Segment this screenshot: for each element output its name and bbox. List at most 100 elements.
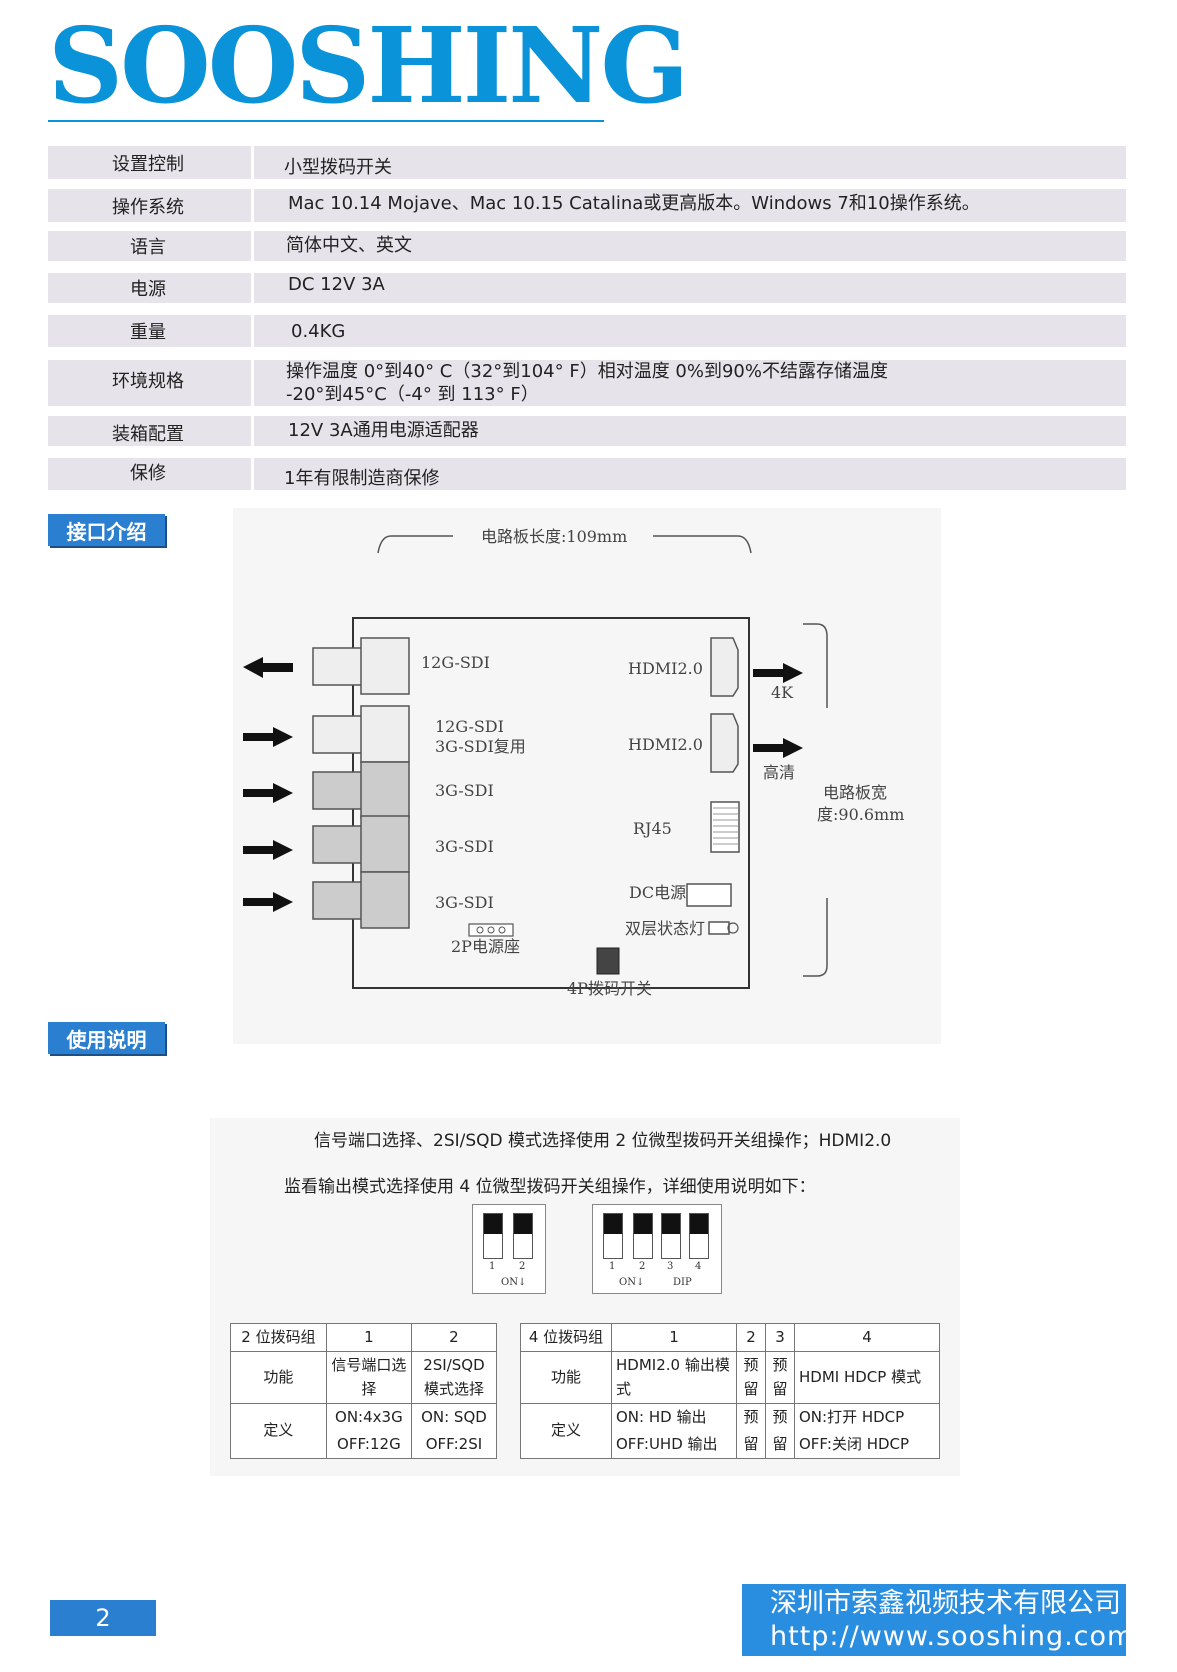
table-cell: HDMI2.0 输出模式 bbox=[611, 1351, 737, 1404]
dip-number: 2 bbox=[639, 1261, 646, 1272]
socket-pin bbox=[498, 926, 506, 934]
spec-row-power: 电源 DC 12V 3A bbox=[48, 273, 1126, 303]
spec-row-packing: 装箱配置 12V 3A通用电源适配器 bbox=[48, 416, 1126, 446]
section-heading-interface: 接口介绍 bbox=[48, 514, 165, 546]
dip-on-label: ON↓ bbox=[619, 1277, 645, 1288]
company-name: 深圳市索鑫视频技术有限公司 bbox=[770, 1588, 1121, 1619]
port-label-hdmi-hd: HDMI2.0 bbox=[628, 735, 703, 754]
spec-label: 电源 bbox=[130, 279, 166, 300]
output-arrow-icon bbox=[753, 663, 803, 683]
spec-value-line: 操作温度 0°到40° C（32°到104° F）相对温度 0%到90%不结露存… bbox=[286, 361, 888, 382]
table-cell: ON: SQD bbox=[410, 1402, 498, 1431]
length-brace-right bbox=[653, 535, 752, 554]
dip-toggle bbox=[633, 1213, 653, 1259]
table-cell: 预 bbox=[736, 1402, 766, 1431]
spec-row-warranty: 保修 1年有限制造商保修 bbox=[48, 458, 1126, 490]
dip-number: 2 bbox=[519, 1261, 526, 1272]
table-row: OFF:12G OFF:2SI bbox=[231, 1431, 498, 1460]
right-connectors bbox=[686, 637, 740, 935]
arrow-icons bbox=[243, 657, 803, 912]
table-cell: 留 bbox=[765, 1431, 795, 1460]
divider bbox=[251, 458, 254, 490]
port-label-3g-sdi: 3G-SDI bbox=[435, 781, 494, 800]
section-heading-usage: 使用说明 bbox=[48, 1022, 165, 1054]
table-cell: HDMI HDCP 模式 bbox=[794, 1351, 940, 1404]
length-label: 电路板长度:109mm bbox=[481, 527, 627, 546]
divider bbox=[251, 315, 254, 347]
usage-line-2: 监看输出模式选择使用 4 位微型拨码开关组操作，详细使用说明如下： bbox=[284, 1177, 816, 1197]
table-header: 2 bbox=[410, 1322, 498, 1353]
company-url[interactable]: http://www.sooshing.com bbox=[770, 1621, 1135, 1652]
port-label-hdmi-4k: HDMI2.0 bbox=[628, 659, 703, 678]
port-label-status-led: 双层状态灯 bbox=[625, 919, 705, 938]
table-row: 功能 信号端口选择 2SI/SQD模式选择 bbox=[230, 1351, 498, 1404]
table-cell: OFF:关闭 HDCP bbox=[794, 1431, 940, 1460]
table-header: 3 bbox=[765, 1322, 795, 1353]
table-header: 2 位拨码组 bbox=[230, 1322, 327, 1353]
dip-number: 1 bbox=[489, 1261, 496, 1272]
board-diagram: 电路板长度:109mm 12G-SDI 12G- bbox=[233, 508, 941, 1044]
port-label-12g-in: 12G-SDI bbox=[435, 717, 504, 736]
board-diagram-svg: 电路板长度:109mm 12G-SDI 12G- bbox=[243, 527, 904, 998]
power-socket-label: 2P电源座 bbox=[451, 937, 520, 956]
output-label-hd: 高清 bbox=[763, 763, 795, 782]
table-cell: 预留 bbox=[765, 1351, 795, 1404]
input-arrow-icon bbox=[243, 783, 293, 803]
usage-panel: 信号端口选择、2SI/SQD 模式选择使用 2 位微型拨码开关组操作；HDMI2… bbox=[210, 1118, 960, 1476]
table-row: 定义 ON:4x3G ON: SQD bbox=[230, 1402, 498, 1460]
usage-line-1: 信号端口选择、2SI/SQD 模式选择使用 2 位微型拨码开关组操作；HDMI2… bbox=[314, 1131, 892, 1151]
dip-number: 1 bbox=[609, 1261, 616, 1272]
table-cell: 2SI/SQD模式选择 bbox=[410, 1351, 498, 1404]
table-cell: 定义 bbox=[520, 1402, 612, 1460]
width-label: 度:90.6mm bbox=[817, 805, 904, 824]
table-cell: 预 bbox=[765, 1402, 795, 1431]
table-row: OFF:UHD 输出 留 留 OFF:关闭 HDCP bbox=[521, 1431, 940, 1460]
input-arrow-icon bbox=[243, 727, 293, 747]
port-label-dc-power: DC电源 bbox=[629, 883, 686, 902]
dip-toggle bbox=[513, 1213, 533, 1259]
table-header: 1 bbox=[325, 1322, 412, 1353]
dip-toggle bbox=[603, 1213, 623, 1259]
divider bbox=[251, 231, 254, 261]
spec-value-line: -20°到45°C（-4° 到 113° F） bbox=[286, 384, 539, 405]
table-cell: OFF:2SI bbox=[410, 1431, 498, 1460]
dip-2-table: 2 位拨码组 1 2 功能 信号端口选择 2SI/SQD模式选择 定义 ON:4… bbox=[230, 1322, 498, 1460]
input-arrow-icon bbox=[243, 892, 293, 912]
dip-switch-chip bbox=[596, 947, 620, 975]
status-led-icon bbox=[727, 922, 739, 934]
table-cell: OFF:UHD 输出 bbox=[611, 1431, 737, 1460]
table-row: 功能 HDMI2.0 输出模式 预留 预留 HDMI HDCP 模式 bbox=[520, 1351, 940, 1404]
socket-pin bbox=[476, 926, 484, 934]
table-row: 2 位拨码组 1 2 bbox=[230, 1322, 498, 1353]
port-label-3g-sdi: 3G-SDI bbox=[435, 893, 494, 912]
divider bbox=[251, 146, 254, 179]
spec-row-language: 语言 简体中文、英文 bbox=[48, 231, 1126, 261]
table-cell: 功能 bbox=[230, 1351, 327, 1404]
table-row: 4 位拨码组 1 2 3 4 bbox=[520, 1322, 940, 1353]
divider bbox=[251, 360, 254, 406]
spec-value: 简体中文、英文 bbox=[286, 235, 412, 256]
dip-number: 4 bbox=[695, 1261, 702, 1272]
table-cell: 信号端口选择 bbox=[325, 1351, 412, 1404]
spec-value: 0.4KG bbox=[291, 320, 346, 342]
spec-value: 1年有限制造商保修 bbox=[284, 468, 440, 489]
spec-value: DC 12V 3A bbox=[288, 273, 385, 295]
table-cell: ON: HD 输出 bbox=[611, 1402, 737, 1431]
spec-value: 小型拨码开关 bbox=[284, 156, 392, 178]
table-cell: ON:打开 HDCP bbox=[794, 1402, 940, 1431]
dip-toggle bbox=[689, 1213, 709, 1259]
spec-row-os: 操作系统 Mac 10.14 Mojave、Mac 10.15 Catalina… bbox=[48, 189, 1126, 222]
footer-company-box: 深圳市索鑫视频技术有限公司 http://www.sooshing.com bbox=[742, 1584, 1135, 1656]
spec-value: Mac 10.14 Mojave、Mac 10.15 Catalina或更高版本… bbox=[288, 192, 980, 214]
divider bbox=[251, 416, 254, 446]
dip-4-table: 4 位拨码组 1 2 3 4 功能 HDMI2.0 输出模式 预留 预留 HDM… bbox=[520, 1322, 940, 1460]
spec-label: 环境规格 bbox=[112, 371, 184, 392]
table-header: 1 bbox=[611, 1322, 737, 1353]
spec-label: 保修 bbox=[130, 463, 166, 484]
table-cell: 定义 bbox=[230, 1402, 327, 1460]
spec-label: 装箱配置 bbox=[112, 424, 184, 445]
spec-row-environment: 环境规格 操作温度 0°到40° C（32°到104° F）相对温度 0%到90… bbox=[48, 360, 1126, 406]
left-connectors bbox=[312, 637, 410, 929]
table-cell: 留 bbox=[736, 1431, 766, 1460]
width-brace-bottom bbox=[803, 898, 828, 977]
